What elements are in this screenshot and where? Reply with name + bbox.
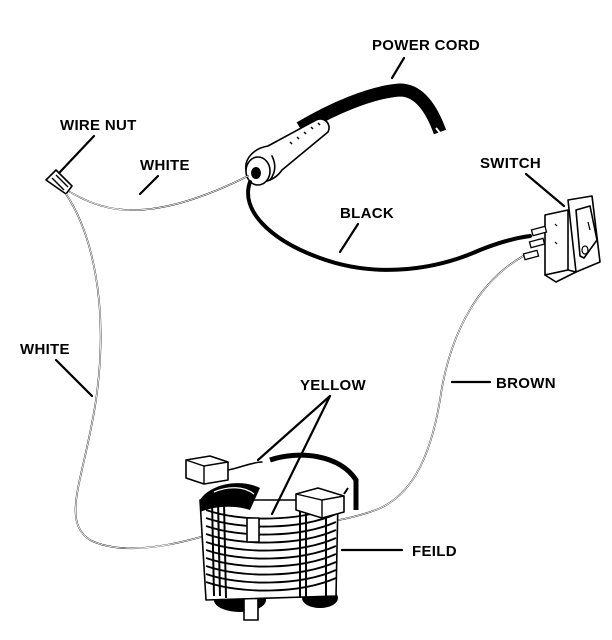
switch	[522, 195, 601, 283]
brush-holder-left	[185, 455, 263, 485]
white-wire-left	[65, 193, 251, 550]
label-brown: BROWN	[496, 375, 556, 392]
power-cord	[245, 83, 447, 186]
leader-power-cord	[390, 56, 406, 80]
black-wire	[246, 180, 532, 272]
wire-nut	[45, 169, 73, 195]
label-white-top: WHITE	[140, 157, 190, 174]
label-white-left: WHITE	[20, 341, 70, 358]
leader-yellow-2	[270, 394, 332, 516]
brush-holder-right	[295, 487, 349, 519]
brown-wire	[317, 254, 526, 523]
leader-white-top	[138, 174, 160, 196]
field-coil	[199, 452, 359, 621]
label-yellow: YELLOW	[300, 377, 367, 394]
label-field: FEILD	[412, 543, 457, 560]
leader-yellow-1	[256, 394, 332, 462]
label-switch: SWITCH	[480, 155, 541, 172]
leader-white-left	[54, 358, 94, 398]
leader-wire-nut	[58, 134, 96, 174]
label-black: BLACK	[340, 205, 394, 222]
label-wire-nut: WIRE NUT	[60, 117, 137, 134]
label-power-cord: POWER CORD	[372, 37, 480, 54]
white-wire-top	[69, 175, 249, 211]
leader-switch	[524, 172, 566, 208]
leader-black	[338, 222, 360, 254]
